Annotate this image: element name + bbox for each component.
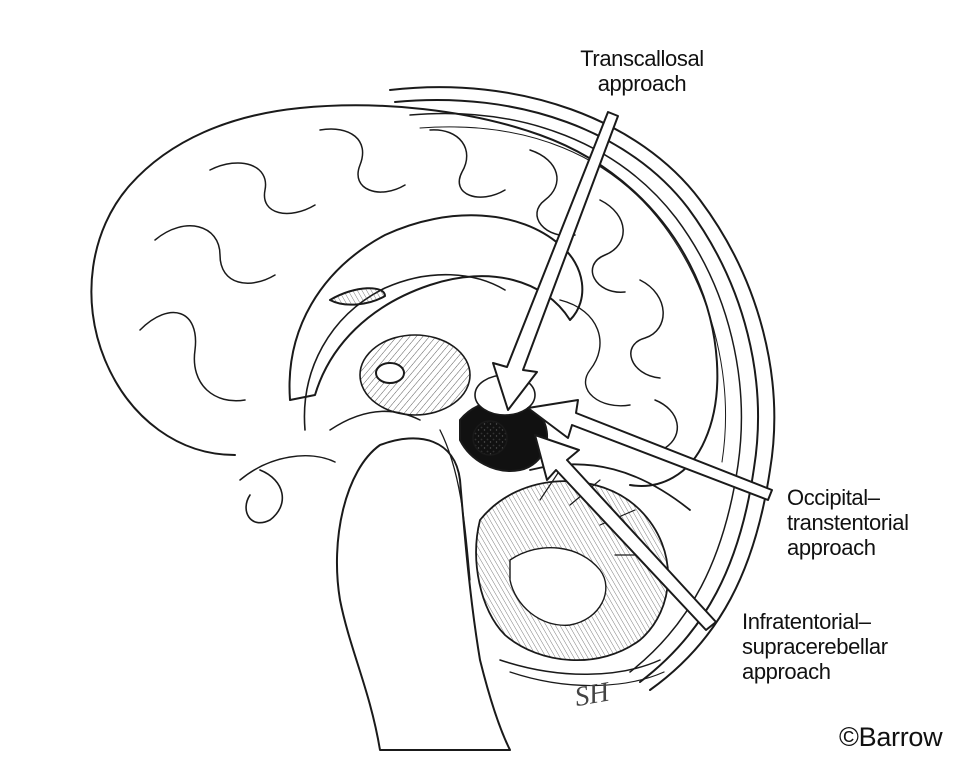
label-line: Infratentorial–	[742, 609, 871, 634]
dura-line	[409, 112, 743, 673]
copyright-credit: ©Barrow	[839, 722, 943, 753]
skull-outer	[389, 86, 776, 691]
artist-signature: SH	[572, 676, 613, 713]
occipital-transtentorial-approach-label: Occipital– transtentorial approach	[787, 485, 909, 560]
copyright-symbol: ©	[839, 722, 859, 752]
label-line: supracerebellar	[742, 634, 888, 659]
thalamus	[359, 334, 471, 416]
skull-inner	[394, 98, 759, 683]
transcallosal-approach-label: Transcallosal approach	[557, 46, 727, 96]
lateral-ventricle	[329, 287, 386, 306]
brainstem	[335, 437, 511, 751]
credit-text: Barrow	[858, 722, 943, 752]
label-line: Transcallosal	[580, 46, 704, 71]
pituitary	[245, 469, 284, 524]
label-line: transtentorial	[787, 510, 909, 535]
occipital-arrow	[527, 399, 773, 501]
label-line: Occipital–	[787, 485, 880, 510]
infratentorial-supracerebellar-approach-label: Infratentorial– supracerebellar approach	[742, 609, 888, 684]
infratentorial-arrow	[534, 434, 717, 631]
cerebrum-outline	[90, 104, 719, 487]
fornix	[329, 410, 421, 431]
transcallosal-arrow	[492, 111, 619, 411]
label-line: approach	[597, 71, 687, 96]
label-line: approach	[742, 659, 831, 684]
label-line: approach	[787, 535, 876, 560]
corpus-callosum	[288, 214, 584, 401]
